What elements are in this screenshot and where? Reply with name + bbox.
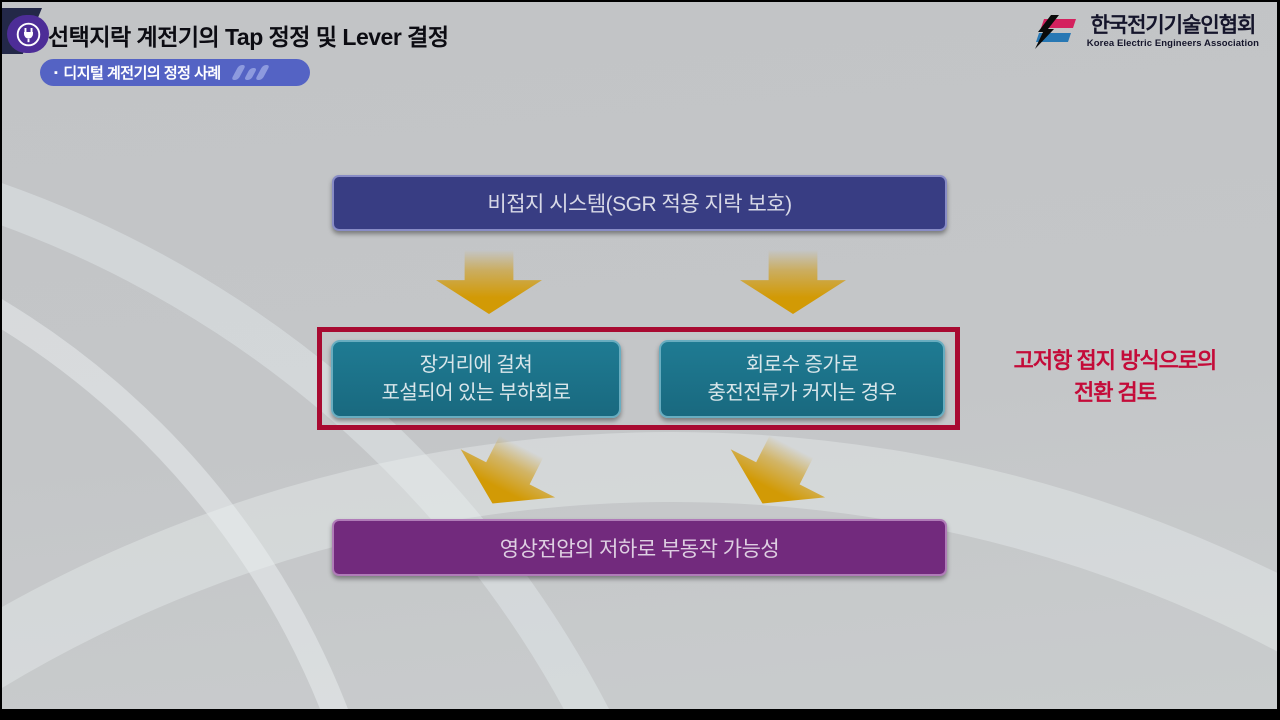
flow-box-long-distance-load: 장거리에 걸쳐 포설되어 있는 부하회로: [331, 340, 621, 418]
slide-canvas: 선택지락 계전기의 Tap 정정 및 Lever 결정 ▪ 디지털 계전기의 정…: [2, 2, 1277, 709]
flow-box-ungrounded-system: 비접지 시스템(SGR 적용 지락 보호): [332, 175, 947, 231]
down-arrow-icon: [740, 250, 846, 314]
annotation-line: 고저항 접지 방식으로의: [1013, 348, 1218, 373]
logo-text: 한국전기기술인협회 Korea Electric Engineers Assoc…: [1086, 14, 1259, 49]
down-arrow-icon: [436, 250, 542, 314]
power-plug-icon: [15, 21, 42, 48]
flow-box-line: 장거리에 걸쳐: [419, 354, 533, 376]
background-wave: [2, 182, 404, 709]
flow-box-circuit-increase: 회로수 증가로 충전전류가 커지는 경우: [659, 340, 945, 418]
flow-box-zero-sequence-voltage: 영상전압의 저하로 부동작 가능성: [332, 519, 947, 576]
header-pill: [7, 15, 49, 53]
logo-name-english: Korea Electric Engineers Association: [1086, 37, 1259, 49]
flow-box-line: 포설되어 있는 부하회로: [381, 382, 571, 404]
section-badge: ▪ 디지털 계전기의 정정 사례: [40, 59, 310, 86]
down-arrow-icon: [715, 422, 839, 527]
section-badge-label: 디지털 계전기의 정정 사례: [63, 65, 221, 82]
highlight-red-frame: [317, 327, 960, 430]
page-title: 선택지락 계전기의 Tap 정정 및 Lever 결정: [48, 24, 449, 50]
logo-bolt-icon: [1027, 14, 1079, 50]
annotation-high-resistance-grounding: 고저항 접지 방식으로의 전환 검토: [970, 345, 1260, 409]
logo-name-korean: 한국전기기술인협회: [1090, 14, 1256, 38]
flow-box-line: 회로수 증가로: [745, 354, 859, 376]
flow-box-line: 충전전류가 커지는 경우: [707, 382, 897, 404]
down-arrow-icon: [445, 422, 569, 527]
slashes-icon: [230, 65, 270, 80]
annotation-line: 전환 검토: [1073, 379, 1157, 405]
association-logo: 한국전기기술인협회 Korea Electric Engineers Assoc…: [1027, 14, 1259, 50]
badge-bullet: ▪: [54, 66, 58, 79]
